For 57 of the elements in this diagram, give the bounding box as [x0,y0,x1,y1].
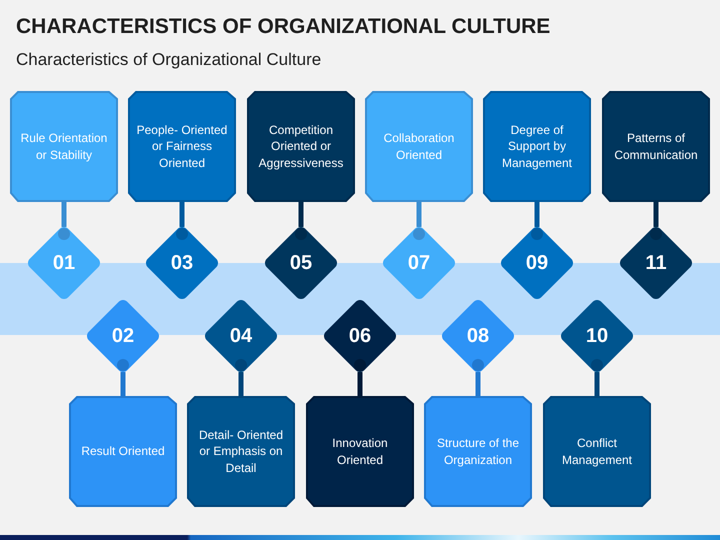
characteristic-label: Conflict Management [560,435,634,468]
step-number: 09 [526,251,548,275]
characteristic-box [424,396,532,507]
step-number: 01 [52,251,76,275]
number-diamond [265,227,337,299]
connector-line [117,359,129,396]
characteristic-label: Rule Orientation or Stability [20,130,108,163]
number-diamond [442,300,514,372]
step-number: 10 [586,324,608,348]
connector-line [295,202,307,240]
subtitle: Characteristics of Organizational Culture [16,49,322,70]
number-diamond [87,300,159,372]
connector-line [354,359,366,396]
connector-line [235,359,247,396]
characteristic-label: Structure of the Organization [436,435,520,468]
step-number: 11 [645,251,667,275]
characteristic-box [69,396,177,507]
step-number: 03 [170,251,194,275]
connector-line [591,359,603,396]
step-number: 08 [466,324,490,348]
number-diamond [620,227,692,299]
characteristic-label: Result Oriented [81,443,165,460]
connector-line [58,202,70,240]
connector-line [472,359,484,396]
connector-line [531,202,543,240]
characteristic-box [306,396,414,507]
number-diamond [146,227,218,299]
connector-line [650,202,662,240]
step-number: 04 [230,324,252,348]
connector-line [176,202,188,240]
number-diamond [561,300,633,372]
step-number: 05 [290,251,312,275]
characteristic-box [128,91,236,202]
page-title: CHARACTERISTICS OF ORGANIZATIONAL CULTURE [16,14,550,39]
characteristic-box [602,91,710,202]
characteristic-label: Competition Oriented or Aggressiveness [258,122,344,172]
number-diamond [28,227,100,299]
number-diamond [383,227,455,299]
characteristic-label: People- Oriented or Fairness Oriented [136,122,228,172]
characteristic-label: Degree of Support by Management [500,122,574,172]
number-diamond [501,227,573,299]
characteristic-label: Innovation Oriented [331,435,389,468]
characteristic-label: Patterns of Communication [613,130,699,163]
characteristic-label: Collaboration Oriented [382,130,456,163]
number-diamond [324,300,396,372]
number-diamond [205,300,277,372]
characteristic-box [365,91,473,202]
characteristic-box [483,91,591,202]
characteristic-box [247,91,355,202]
step-number: 06 [348,324,372,348]
characteristic-label: Detail- Oriented or Emphasis on Detail [198,426,284,476]
characteristic-box [187,396,295,507]
step-number: 02 [112,324,134,348]
characteristic-box [543,396,651,507]
characteristic-box [10,91,118,202]
step-number: 07 [408,251,430,275]
connector-line [413,202,425,240]
